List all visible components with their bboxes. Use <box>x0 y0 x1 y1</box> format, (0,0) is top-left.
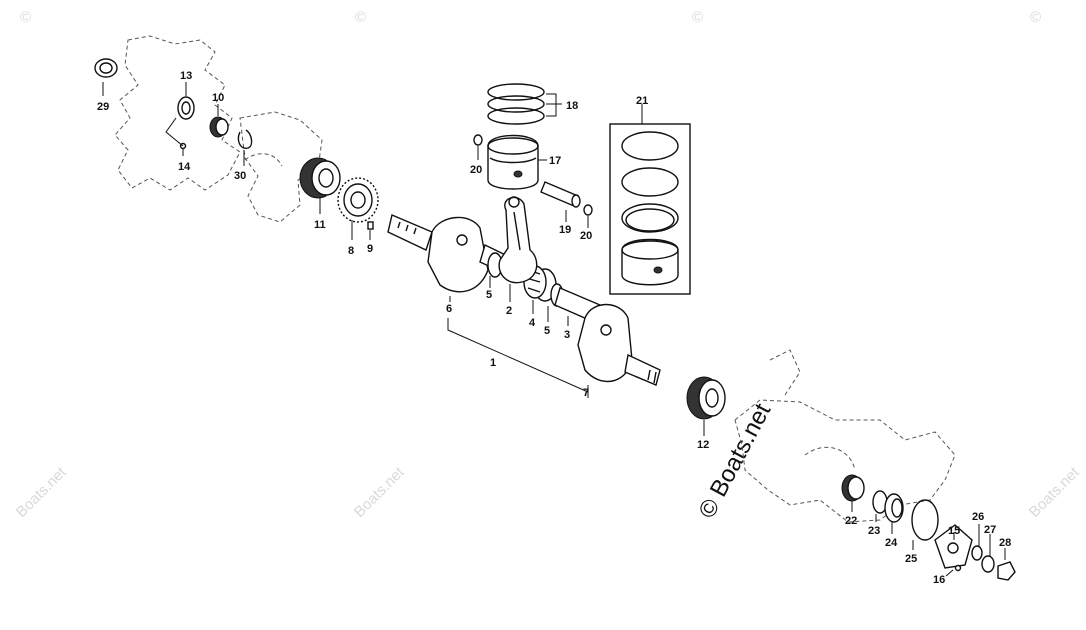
part-16-bolt <box>954 564 962 572</box>
part-label-5: 5 <box>544 325 550 337</box>
part-24-seal <box>884 493 904 523</box>
part-label-23: 23 <box>868 525 880 537</box>
part-label-10: 10 <box>212 92 224 104</box>
part-4-needle-bearing <box>523 265 557 302</box>
part-22-bearing <box>841 474 865 502</box>
part-25-o-ring <box>911 499 939 541</box>
crankcase-left-outline <box>114 35 323 223</box>
part-label-26: 26 <box>972 511 984 523</box>
part-label-12: 12 <box>697 439 709 451</box>
crankshaft-assembly <box>387 214 661 386</box>
part-21-piston-kit-box <box>609 123 691 295</box>
leader-lines <box>102 82 1006 577</box>
part-8-gear <box>337 177 379 223</box>
part-label-22: 22 <box>845 515 857 527</box>
part-28-nut <box>997 561 1016 581</box>
part-label-24: 24 <box>885 537 898 549</box>
part-label-14: 14 <box>178 161 191 173</box>
part-29-oil-seal <box>94 58 118 78</box>
part-9-key <box>367 221 374 230</box>
part-label-8: 8 <box>348 245 354 257</box>
part-label-9: 9 <box>367 243 373 255</box>
part-label-4: 4 <box>529 317 536 329</box>
part-label-20: 20 <box>580 230 592 242</box>
part-label-18: 18 <box>566 100 578 112</box>
part-label-19: 19 <box>559 224 571 236</box>
part-20-circlip <box>583 204 593 216</box>
watermark-copyright: © <box>20 9 31 26</box>
part-label-2: 2 <box>506 305 512 317</box>
part-label-11: 11 <box>314 219 326 231</box>
crankcase-right-outline <box>734 349 956 523</box>
part-label-5: 5 <box>486 289 492 301</box>
part-2-connecting-rod <box>498 196 538 284</box>
watermark-copyright: © <box>1030 9 1041 26</box>
part-10-bearing <box>209 116 229 138</box>
watermark-copyright: © <box>692 9 703 26</box>
part-13-seal <box>177 96 195 120</box>
part-label-13: 13 <box>180 70 192 82</box>
part-20-circlip <box>473 134 483 146</box>
part-label-30: 30 <box>234 170 246 182</box>
part-label-1: 1 <box>490 357 496 369</box>
part-label-27: 27 <box>984 524 996 536</box>
part-label-25: 25 <box>905 553 917 565</box>
part-label-28: 28 <box>999 537 1011 549</box>
part-12-main-bearing <box>686 376 726 420</box>
part-27-washer <box>981 555 995 573</box>
part-label-15: 15 <box>948 525 960 537</box>
part-label-16: 16 <box>933 574 945 586</box>
part-11-main-bearing <box>299 157 341 199</box>
part-label-7: 7 <box>583 387 589 399</box>
part-label-29: 29 <box>97 101 109 113</box>
part-label-3: 3 <box>564 329 570 341</box>
part-labels: 29 13 10 30 14 11 8 9 18 17 20 19 20 21 … <box>97 70 1011 586</box>
watermark-text: Boats.net <box>351 463 408 520</box>
part-label-17: 17 <box>549 155 561 167</box>
watermark-text: Boats.net <box>13 463 70 520</box>
watermark-text: Boats.net <box>1026 463 1083 520</box>
part-19-piston-pin <box>540 181 581 208</box>
part-17-piston <box>487 134 539 190</box>
part-30-circlip <box>237 129 253 149</box>
part-label-6: 6 <box>446 303 452 315</box>
watermark-copyright: © <box>355 9 366 26</box>
part-26-ring <box>971 545 983 561</box>
part-label-21: 21 <box>636 95 648 107</box>
part-18-piston-rings <box>487 83 545 125</box>
watermark-group: © © © © Boats.net Boats.net Boats.net © … <box>13 9 1083 523</box>
part-label-20: 20 <box>470 164 482 176</box>
part-15-cover-plate <box>934 524 973 569</box>
